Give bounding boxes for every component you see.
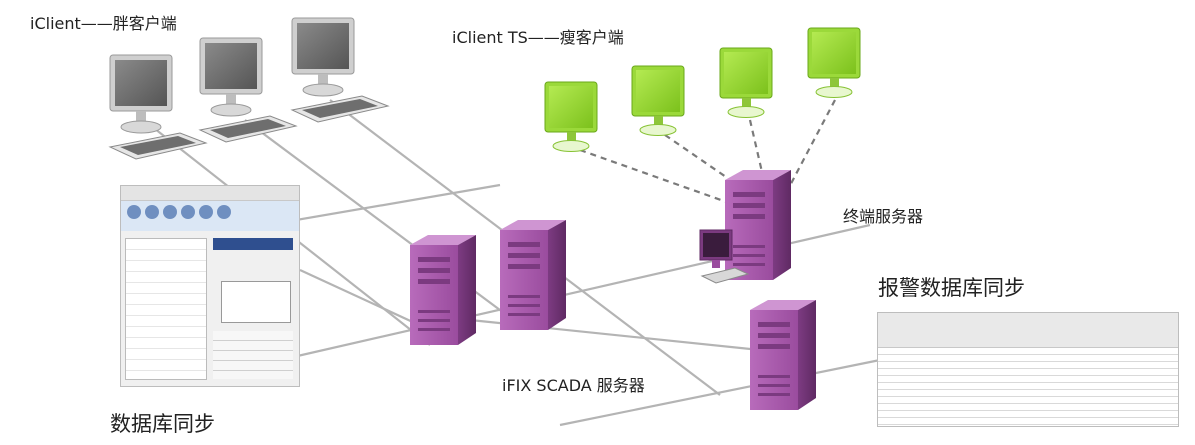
alarm-server-icon: [750, 300, 816, 410]
thin-client-2-icon: [631, 65, 685, 136]
line-alarm-bus: [559, 358, 881, 427]
label-connector: ——: [80, 14, 113, 33]
terminal-monitor-icon: [699, 229, 750, 284]
label-connector: ——: [527, 28, 560, 47]
thin-client-name: iClient TS: [452, 28, 528, 47]
terminal-server-icon: [725, 170, 791, 280]
thick-client-1-icon: [109, 54, 207, 160]
alarm-db-sync-label: 报警数据库同步: [878, 276, 1025, 300]
scada-server-1-icon: [410, 235, 476, 345]
database-sync-screenshot: [120, 185, 300, 387]
thick-client-desc: 胖客户端: [112, 14, 177, 33]
terminal-server-label: 终端服务器: [843, 207, 924, 226]
thick-client-2-icon: [199, 37, 297, 143]
thin-client-desc: 瘦客户端: [559, 28, 624, 47]
dashed-link-1: [579, 148, 736, 207]
thick-client-3-icon: [291, 17, 389, 123]
alarm-db-sync-screenshot: [877, 312, 1179, 427]
thick-client-name: iClient: [30, 14, 81, 33]
thin-client-3-icon: [719, 47, 773, 118]
scada-server-label: iFIX SCADA 服务器: [502, 376, 645, 395]
thin-client-label: iClient TS——瘦客户端: [452, 24, 624, 48]
thin-client-4-icon: [807, 27, 861, 98]
db-sync-label: 数据库同步: [110, 412, 215, 436]
dashed-link-4: [784, 99, 836, 196]
thin-client-1-icon: [544, 81, 598, 152]
line-screen-scada: [299, 269, 431, 331]
thick-client-label: iClient——胖客户端: [30, 10, 177, 34]
dashed-links: [579, 99, 836, 207]
scada-server-2-icon: [500, 220, 566, 330]
